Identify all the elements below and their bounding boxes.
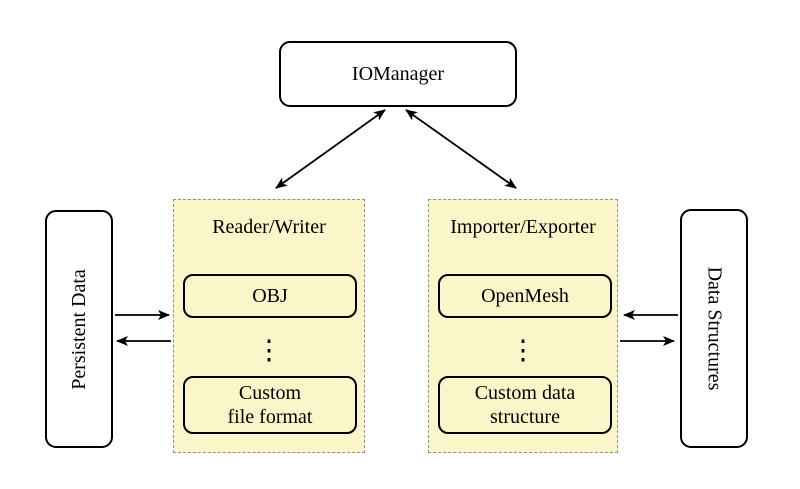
iomanager-label: IOManager <box>351 62 445 85</box>
vdots-right: ⋮ <box>509 335 537 365</box>
custom-data-structure-node: Custom data structure <box>438 376 612 434</box>
obj-node: OBJ <box>183 274 357 318</box>
data-structures-label: Data Structures <box>703 266 726 391</box>
custom-data-structure-line1: Custom data <box>474 382 576 404</box>
obj-label: OBJ <box>252 285 288 307</box>
reader-writer-title: Reader/Writer <box>212 216 326 238</box>
persistent-data-node: Persistent Data <box>45 210 113 448</box>
custom-file-format-line2: file format <box>227 406 313 428</box>
custom-file-format-node: Custom file format <box>183 376 357 434</box>
arrow-iomanager-importer-exporter <box>405 109 517 189</box>
importer-exporter-title: Importer/Exporter <box>450 216 596 238</box>
arrow-iomanager-reader-writer <box>275 109 386 189</box>
custom-file-format-line1: Custom <box>238 382 302 404</box>
openmesh-node: OpenMesh <box>438 274 612 318</box>
openmesh-label: OpenMesh <box>481 285 569 307</box>
data-structures-node: Data Structures <box>680 209 748 448</box>
importer-exporter-panel: Importer/Exporter OpenMesh ⋮ Custom data… <box>428 199 618 453</box>
reader-writer-panel: Reader/Writer OBJ ⋮ Custom file format <box>173 199 365 453</box>
vdots-left: ⋮ <box>255 335 283 365</box>
custom-data-structure-line2: structure <box>490 406 560 428</box>
persistent-data-label: Persistent Data <box>67 268 90 390</box>
iomanager-node: IOManager <box>279 41 517 107</box>
